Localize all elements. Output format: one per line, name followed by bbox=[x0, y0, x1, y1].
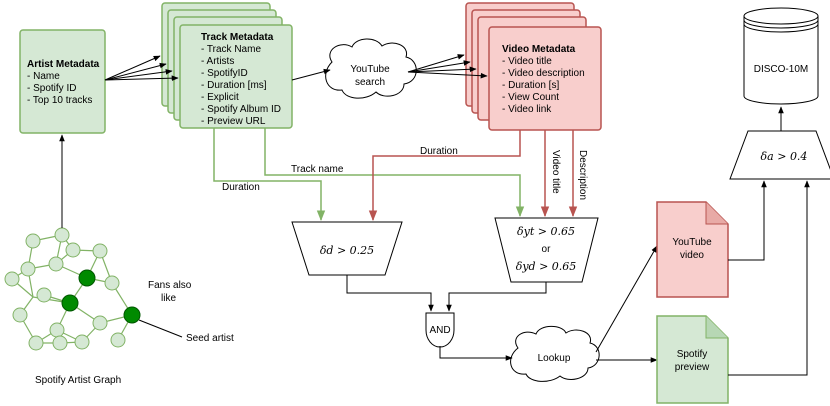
lookup-label: Lookup bbox=[538, 353, 571, 364]
edge-label-duration-green: Duration bbox=[222, 182, 260, 193]
youtube-search-label: search bbox=[355, 77, 385, 88]
track-metadata-item: - Spotify Album ID bbox=[201, 104, 281, 115]
youtube-search-label: YouTube bbox=[350, 64, 390, 75]
artist-metadata-box: Artist Metadata - Name - Spotify ID - To… bbox=[19, 29, 106, 134]
graph-caption: Spotify Artist Graph bbox=[35, 375, 121, 386]
graph-nodes bbox=[4, 227, 126, 351]
graph-highlighted-nodes bbox=[61, 269, 141, 324]
audio-filter-label: δa > 0.4 bbox=[761, 150, 808, 163]
title-description-filter: δyt > 0.65 or δyd > 0.65 bbox=[494, 217, 599, 283]
title-filter-label: δyt > 0.65 bbox=[517, 225, 575, 238]
edge-label-track-name: Track name bbox=[291, 164, 344, 175]
description-filter-label: δyd > 0.65 bbox=[516, 260, 577, 273]
duration-filter-label: δd > 0.25 bbox=[320, 244, 374, 257]
graph-node bbox=[104, 275, 120, 291]
edge-label-video-title: Video title bbox=[550, 150, 561, 194]
seed-artist-pointer bbox=[138, 319, 183, 338]
artist-metadata-item: - Spotify ID bbox=[27, 83, 76, 94]
fans-also-like-label: Fans also bbox=[148, 280, 192, 291]
edge-label-duration-red: Duration bbox=[420, 146, 458, 157]
artist-metadata-item: - Top 10 tracks bbox=[27, 95, 92, 106]
spotify-preview-label: Spotify bbox=[677, 349, 708, 360]
track-metadata-stack: Track Metadata - Track Name - Artists - … bbox=[161, 2, 293, 129]
video-metadata-title: Video Metadata bbox=[502, 44, 576, 55]
search-to-video-arrows bbox=[407, 54, 488, 79]
and-to-lookup-arrow bbox=[439, 346, 513, 361]
youtube-video-label: video bbox=[680, 250, 704, 261]
duration-filter: δd > 0.25 bbox=[291, 221, 403, 276]
spotify-preview-document: Spotify preview bbox=[656, 315, 729, 404]
track-to-search-arrow bbox=[291, 68, 331, 81]
youtube-search-cloud: YouTube search bbox=[325, 38, 417, 99]
or-label: or bbox=[542, 244, 552, 255]
artist-to-track-arrows bbox=[104, 55, 179, 81]
and-gate-label: AND bbox=[429, 325, 450, 336]
lookup-cloud: Lookup bbox=[510, 325, 600, 382]
video-metadata-item: - Duration [s] bbox=[502, 80, 559, 91]
youtube-video-label: YouTube bbox=[672, 237, 712, 248]
edge-label-description: Description bbox=[577, 150, 588, 200]
spotify-preview-label: preview bbox=[675, 362, 710, 373]
red-connectors bbox=[368, 130, 578, 222]
track-metadata-item: - SpotifyID bbox=[201, 68, 248, 79]
disco-10m-database: DISCO-10M bbox=[743, 7, 819, 105]
track-metadata-item: - Artists bbox=[201, 56, 234, 67]
track-metadata-title: Track Metadata bbox=[201, 32, 274, 43]
video-metadata-stack: Video Metadata - Video title - Video des… bbox=[465, 2, 602, 131]
documents-to-audio-filter-arrows bbox=[728, 180, 810, 376]
track-metadata-item: - Explicit bbox=[201, 92, 239, 103]
lookup-to-documents-arrows bbox=[595, 245, 658, 363]
youtube-video-document: YouTube video bbox=[656, 201, 729, 298]
audio-filter: δa > 0.4 bbox=[729, 130, 830, 180]
video-metadata-item: - Video link bbox=[502, 104, 552, 115]
filter-to-and-arrows bbox=[346, 275, 547, 312]
video-metadata-item: - View Count bbox=[502, 92, 559, 103]
video-metadata-item: - Video title bbox=[502, 56, 552, 67]
track-metadata-item: - Preview URL bbox=[201, 116, 266, 127]
artist-graph bbox=[4, 227, 141, 351]
artist-metadata-title: Artist Metadata bbox=[27, 59, 100, 70]
video-metadata-item: - Video description bbox=[502, 68, 585, 79]
seed-artist-label: Seed artist bbox=[186, 333, 234, 344]
track-metadata-item: - Track Name bbox=[201, 44, 261, 55]
artist-metadata-item: - Name bbox=[27, 71, 60, 82]
and-gate: AND bbox=[425, 312, 455, 348]
disco-10m-label: DISCO-10M bbox=[754, 64, 808, 75]
track-metadata-item: - Duration [ms] bbox=[201, 80, 267, 91]
green-connectors bbox=[213, 128, 525, 222]
fans-also-like-label: like bbox=[161, 293, 176, 304]
